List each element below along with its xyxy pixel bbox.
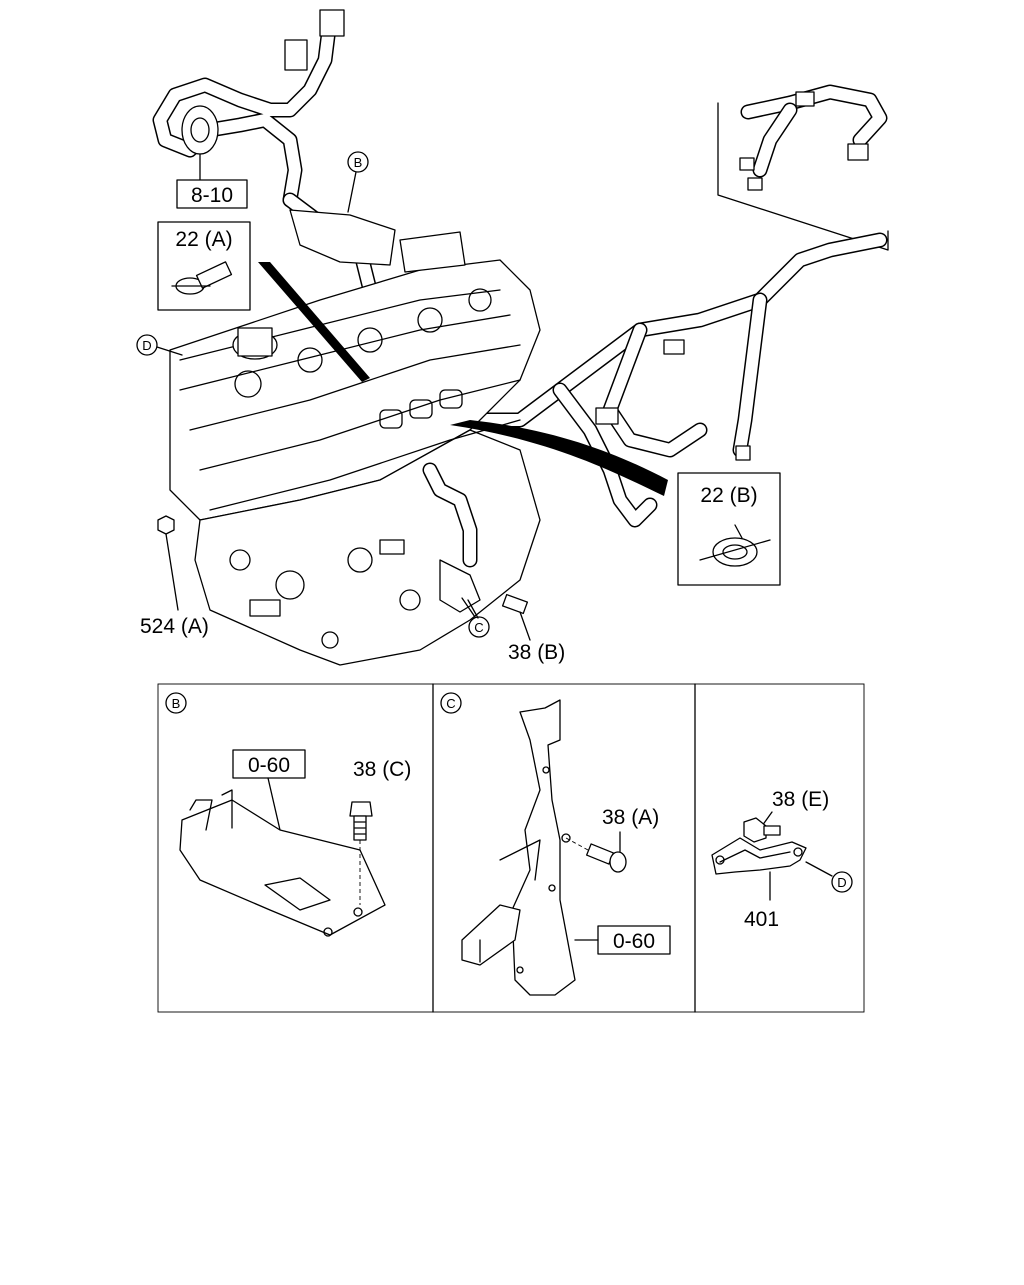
callout-0-60-b: 0-60 [248,754,290,777]
panel-c-ref: C [446,696,455,711]
callout-38c: 38 (C) [353,758,411,781]
callout-22a: 22 (A) [175,228,232,251]
callout-8-10: 8-10 [191,184,233,207]
panel-b-ref: B [172,696,181,711]
panel-d: 38 (E) D 401 [711,788,853,931]
ref-c-main: C [474,620,483,635]
detail-22a-box: 22 (A) [157,221,251,311]
callout-38b: 38 (B) [508,641,565,664]
ref-b-main: B [354,155,363,170]
callout-38e: 38 (E) [772,788,829,811]
ref-d-main: D [142,338,151,353]
panel-c: C 38 (A) 0-60 [440,692,671,996]
harness-inset [717,84,889,251]
callout-38a: 38 (A) [602,806,659,829]
panel-b: B 0-60 38 (C) [165,692,411,937]
callout-0-60-c: 0-60 [613,930,655,953]
panel-d-ref: D [837,875,846,890]
callout-524a: 524 (A) [140,615,209,638]
callout-401: 401 [744,908,779,931]
detail-22b-box: 22 (B) [677,472,781,586]
callout-22b: 22 (B) [700,484,757,507]
engine-block [157,231,541,666]
detail-panels: B 0-60 38 (C) C [157,683,865,1013]
